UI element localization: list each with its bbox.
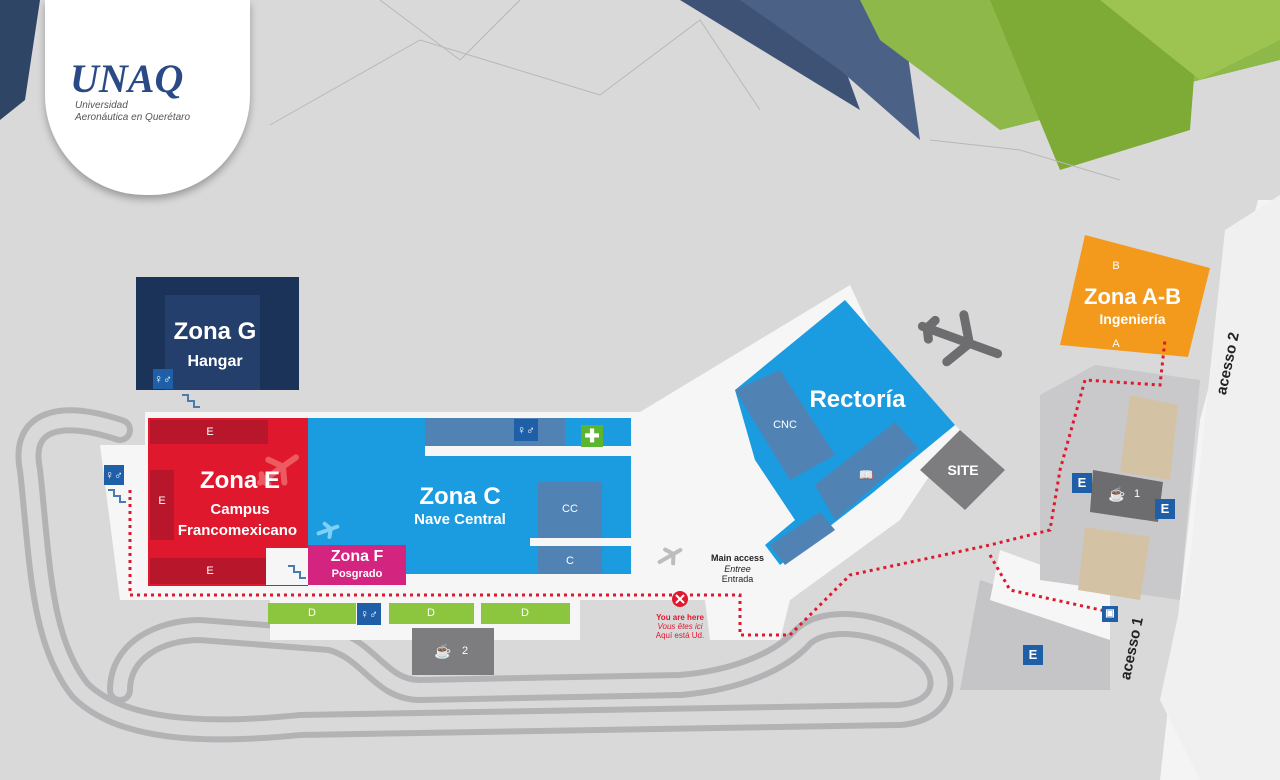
stairs-icon [288,565,306,579]
zona-c-small[interactable] [538,546,602,574]
cafe-1-building[interactable] [1090,470,1163,522]
zona-c-strip [425,418,565,448]
zona-f-title: Zona F [330,548,384,565]
zona-d-2[interactable] [389,603,474,624]
zona-e-tag-top: E [206,426,214,438]
zona-c-title: Zona C [419,483,501,510]
cafe-2-number: 2 [461,645,469,657]
parking-icon: E [1072,473,1092,493]
background-decoration [0,0,1280,181]
logo-mark: UNAQ [70,56,184,101]
guard-booth-icon: ▣ [1102,606,1118,622]
cafe-1-number: 1 [1133,488,1141,500]
you-are-here-es: Aquí está Ud. [655,631,705,640]
zona-cnc-label: CNC [773,419,797,431]
parking-icon: E [1023,645,1043,665]
zona-d-2-label: D [427,607,435,619]
airplane-icon [256,454,300,488]
corridor [425,446,631,456]
library-icon: 📖 [858,468,874,482]
zona-e-strip-left [150,470,174,540]
zona-d-3-label: D [521,607,529,619]
zona-ab-a: A [1112,338,1120,350]
airplane-icon [917,310,1003,367]
zona-e-subtitle-1: Campus [210,501,270,518]
zona-rectoria-title: Rectoría [809,386,906,413]
soccer-court [1120,395,1178,480]
zona-e-title: Zona E [199,467,280,494]
zona-c-small-label: C [566,555,574,567]
access-road-edge [1160,195,1280,780]
logo-shield: UNAQ Universidad Aeronáutica en Querétar… [45,0,250,195]
site-building[interactable] [920,430,1005,510]
main-access-title: Main access [710,553,765,563]
zona-cnc[interactable] [735,370,835,480]
stairs-icon [182,394,200,408]
zona-ab-b: B [1112,260,1120,272]
you-are-here-fr: Vous êtes ici [657,622,703,631]
zona-g-subtitle: Hangar [187,353,243,370]
library-block [815,422,918,520]
route-to-zona-ab [128,339,1167,637]
zona-cc[interactable] [538,482,602,538]
stairs-icon [108,489,126,503]
zona-g-title: Zona G [173,318,257,345]
cafe-icon: ☕ [434,643,452,659]
logo-line-1: Universidad [75,100,128,111]
main-access-es: Entrada [721,574,754,584]
site-label: SITE [947,462,979,478]
zona-e-subtitle-2: Francomexicano [177,522,298,539]
logo-line-2: Aeronáutica en Querétaro [75,112,191,123]
zona-c-subtitle: Nave Central [414,511,506,528]
parking-lot [960,580,1110,690]
zona-d-1-label: D [308,607,316,619]
zona-d-1[interactable] [268,603,356,624]
zona-f-subtitle: Posgrado [331,568,383,580]
restroom-icon: ♀♂ [153,369,173,389]
restroom-icon: ♀♂ [104,465,124,485]
zona-ab[interactable] [1060,235,1210,357]
zona-d-3[interactable] [481,603,570,624]
zona-e-strip-top [150,420,268,444]
rectoria-strip [770,512,835,565]
zona-ab-title: Zona A-B [1084,284,1181,309]
airplane-icon [657,547,683,566]
you-are-here-en: You are here [656,613,704,622]
first-aid-icon: ✚ [581,425,603,447]
zona-g-inner [165,295,260,390]
cafe-icon: ☕ [1108,486,1126,502]
you-are-here-x [675,594,685,604]
zona-cc-label: CC [562,503,578,515]
zona-e-tag-bottom: E [206,565,214,577]
zona-rectoria[interactable] [735,300,955,565]
zona-e-strip-bottom [150,558,268,584]
zona-f[interactable] [308,545,406,585]
runway-track [15,407,954,743]
main-access-fr: Entree [724,564,751,574]
basketball-court [1078,527,1150,600]
cafe-2-building[interactable] [412,628,494,675]
walkway [990,550,1110,640]
zona-e-tag-left: E [158,495,166,507]
stairs-area [266,548,308,585]
restroom-icon: ♀♂ [357,603,381,625]
restroom-icon: ♀♂ [514,419,538,441]
airplane-icon [316,521,340,539]
corridor-2 [530,538,631,546]
zona-ab-subtitle: Ingeniería [1099,311,1166,327]
parking-icon: E [1155,499,1175,519]
